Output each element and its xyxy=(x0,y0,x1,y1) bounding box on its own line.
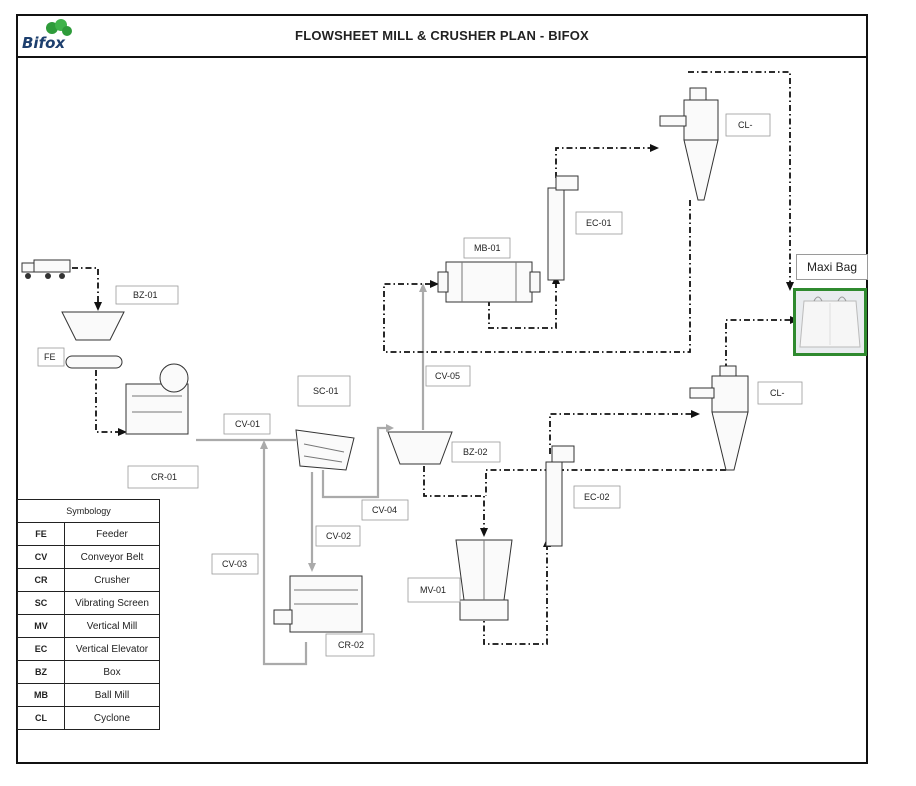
legend-desc: Feeder xyxy=(64,522,160,546)
legend-desc: Box xyxy=(64,660,160,684)
truck-icon xyxy=(21,259,71,279)
maxi-bag-image xyxy=(793,288,867,356)
label-bz01: BZ-01 xyxy=(133,290,158,300)
cl-bottom-to-ec02-return xyxy=(485,469,726,496)
legend-code: BZ xyxy=(17,660,65,684)
legend-desc: Conveyor Belt xyxy=(64,545,160,569)
page-title: FLOWSHEET MILL & CRUSHER PLAN - BIFOX xyxy=(295,27,589,43)
mb01-to-ec01 xyxy=(488,282,557,329)
bz01-hopper-icon xyxy=(61,311,125,341)
legend-title: Symbology xyxy=(17,499,160,523)
label-cr01: CR-01 xyxy=(151,472,177,482)
legend-code: MB xyxy=(17,683,65,707)
cr01-jaw-crusher-icon xyxy=(125,363,189,435)
flow-arrowheads xyxy=(94,144,799,547)
cv04-line xyxy=(321,426,390,499)
legend-code: CV xyxy=(17,545,65,569)
label-mv01: MV-01 xyxy=(420,585,446,595)
maxi-bag-icon xyxy=(799,296,861,348)
legend-desc: Ball Mill xyxy=(64,683,160,707)
cv02-arrowhead xyxy=(308,563,316,572)
fe-feeder-icon xyxy=(65,355,123,369)
bifox-logo: Bifox xyxy=(22,18,84,52)
cl-bottom-cyclone-icon xyxy=(689,365,749,471)
sc01-vibrating-screen-icon xyxy=(295,429,355,471)
mv01-to-ec02 xyxy=(483,545,548,645)
label-cv03: CV-03 xyxy=(222,559,247,569)
mb01-ball-mill-icon xyxy=(437,261,541,303)
label-fe: FE xyxy=(44,352,56,362)
label-bz02: BZ-02 xyxy=(463,447,488,457)
legend-desc: Vertical Elevator xyxy=(64,637,160,661)
label-cl-bottom: CL- xyxy=(770,388,785,398)
label-cl-top: CL- xyxy=(738,120,753,130)
cl-top-to-maxibag xyxy=(688,71,791,284)
bz02-hopper-icon xyxy=(387,431,453,465)
truck-to-bz01 xyxy=(72,267,99,303)
label-ec02: EC-02 xyxy=(584,492,610,502)
legend-code: CR xyxy=(17,568,65,592)
ec02-to-cl-bottom xyxy=(549,413,693,454)
dashed-flow-lines xyxy=(72,71,792,645)
header-separator xyxy=(16,56,868,58)
cv03-line xyxy=(262,446,308,666)
legend-desc: Vibrating Screen xyxy=(64,591,160,615)
ec02-elevator-icon xyxy=(545,445,575,547)
legend-desc: Vertical Mill xyxy=(64,614,160,638)
diagram-frame xyxy=(16,14,868,764)
label-cv05: CV-05 xyxy=(435,371,460,381)
bz02-to-mv01 xyxy=(423,466,485,530)
cv04-arrowhead xyxy=(386,424,394,432)
label-cv04: CV-04 xyxy=(372,505,397,515)
legend-code: MV xyxy=(17,614,65,638)
fe-to-cr01 xyxy=(95,370,120,433)
conveyor-lines xyxy=(196,283,427,666)
legend-code: EC xyxy=(17,637,65,661)
ec01-elevator-icon xyxy=(547,175,579,281)
legend-desc: Cyclone xyxy=(64,706,160,730)
legend-code: SC xyxy=(17,591,65,615)
cv05-arrowhead xyxy=(419,283,427,292)
label-cv01: CV-01 xyxy=(235,419,260,429)
label-sc01: SC-01 xyxy=(313,386,339,396)
label-cv02: CV-02 xyxy=(326,531,351,541)
legend-code: CL xyxy=(17,706,65,730)
equipment-labels: BZ-01 FE CR-01 CV-01 SC-01 CV-02 CV-03 C… xyxy=(37,113,803,657)
label-cr02: CR-02 xyxy=(338,640,364,650)
label-ec01: EC-01 xyxy=(586,218,612,228)
cv03-arrowhead xyxy=(260,440,268,449)
maxi-bag-label: Maxi Bag xyxy=(796,254,868,280)
cr02-crusher-icon xyxy=(273,575,363,633)
cl-top-return-to-mb01 xyxy=(383,200,691,353)
leaf-icon xyxy=(46,19,72,36)
legend-code: FE xyxy=(17,522,65,546)
legend-desc: Crusher xyxy=(64,568,160,592)
cl-top-cyclone-icon xyxy=(659,87,719,201)
label-mb01: MB-01 xyxy=(474,243,501,253)
ec01-to-cl-top xyxy=(555,147,652,178)
logo-text: Bifox xyxy=(22,34,66,52)
mv01-vertical-mill-icon xyxy=(455,539,513,621)
